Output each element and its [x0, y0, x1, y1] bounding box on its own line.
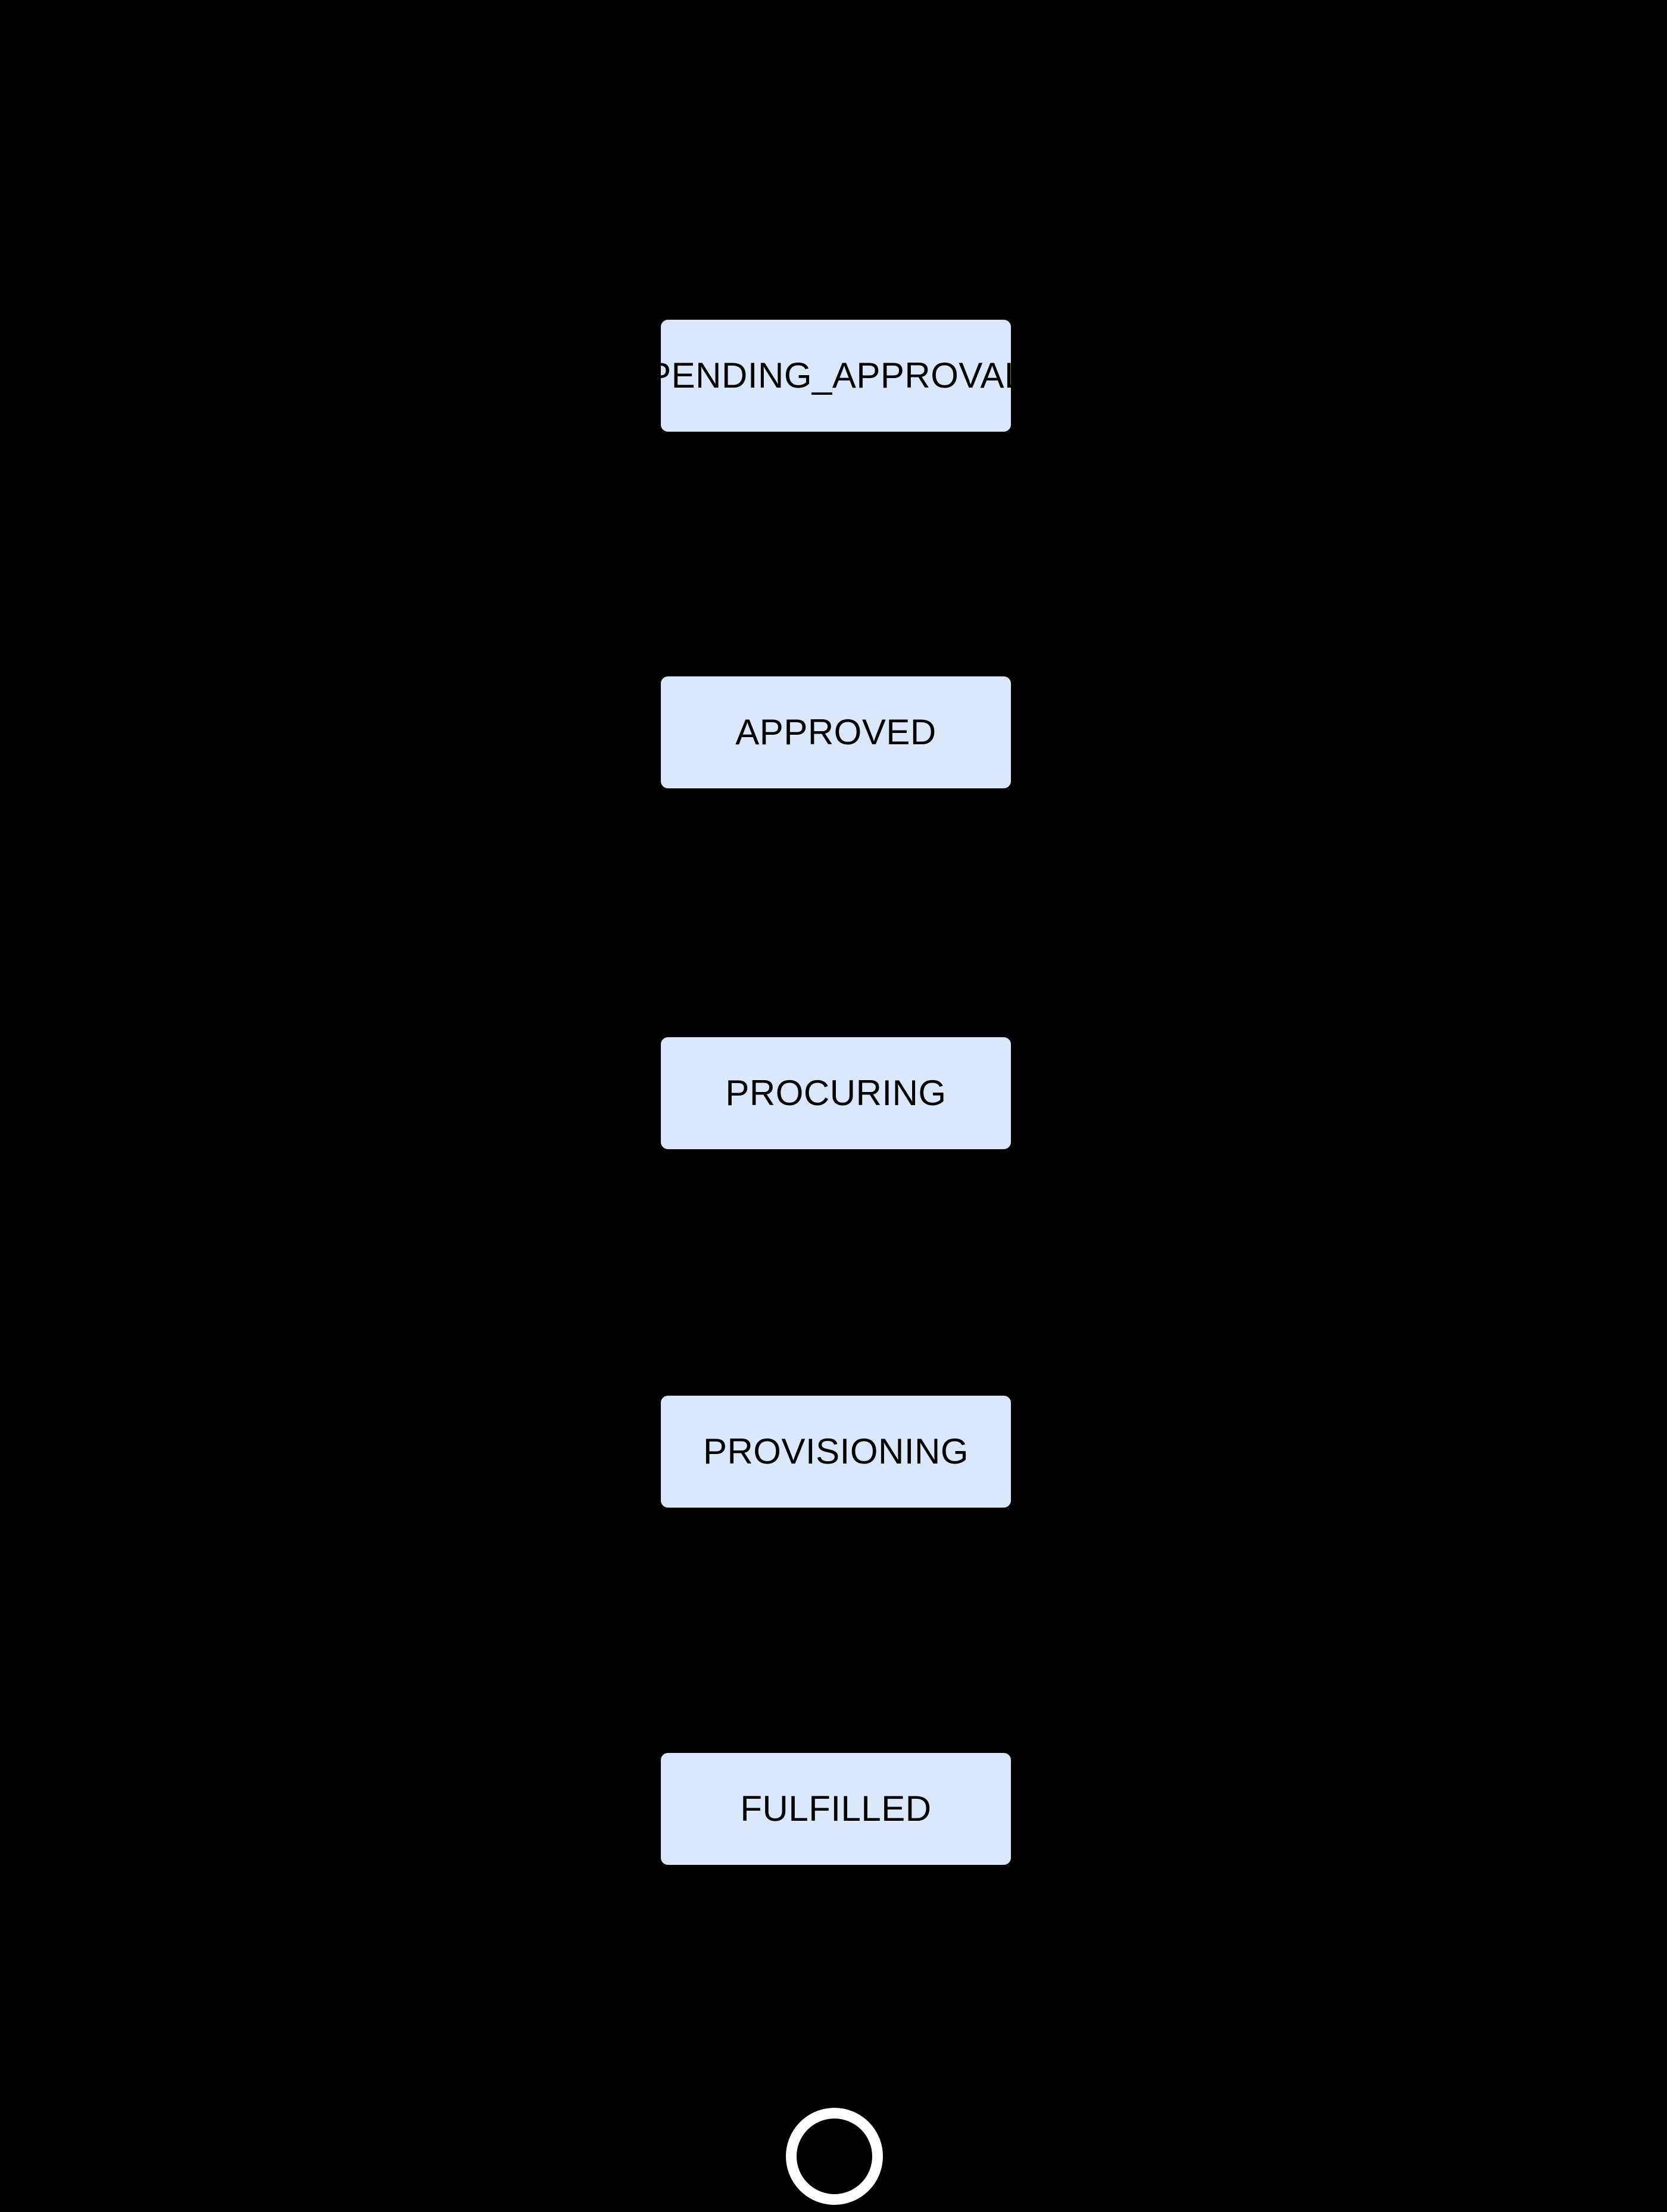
state-label: PENDING_APPROVAL: [647, 355, 1025, 395]
state-label: APPROVED: [735, 712, 936, 752]
state-node-fulfilled[interactable]: FULFILLED: [660, 1752, 1012, 1866]
state-label: FULFILLED: [740, 1789, 932, 1829]
state-node-provisioning[interactable]: PROVISIONING: [660, 1394, 1012, 1509]
end-state-marker: [786, 2108, 883, 2205]
state-label: PROVISIONING: [703, 1431, 969, 1471]
state-node-procuring[interactable]: PROCURING: [660, 1036, 1012, 1150]
state-label: PROCURING: [725, 1073, 947, 1113]
state-node-approved[interactable]: APPROVED: [660, 675, 1012, 790]
state-node-pending-approval[interactable]: PENDING_APPROVAL: [647, 319, 1024, 433]
